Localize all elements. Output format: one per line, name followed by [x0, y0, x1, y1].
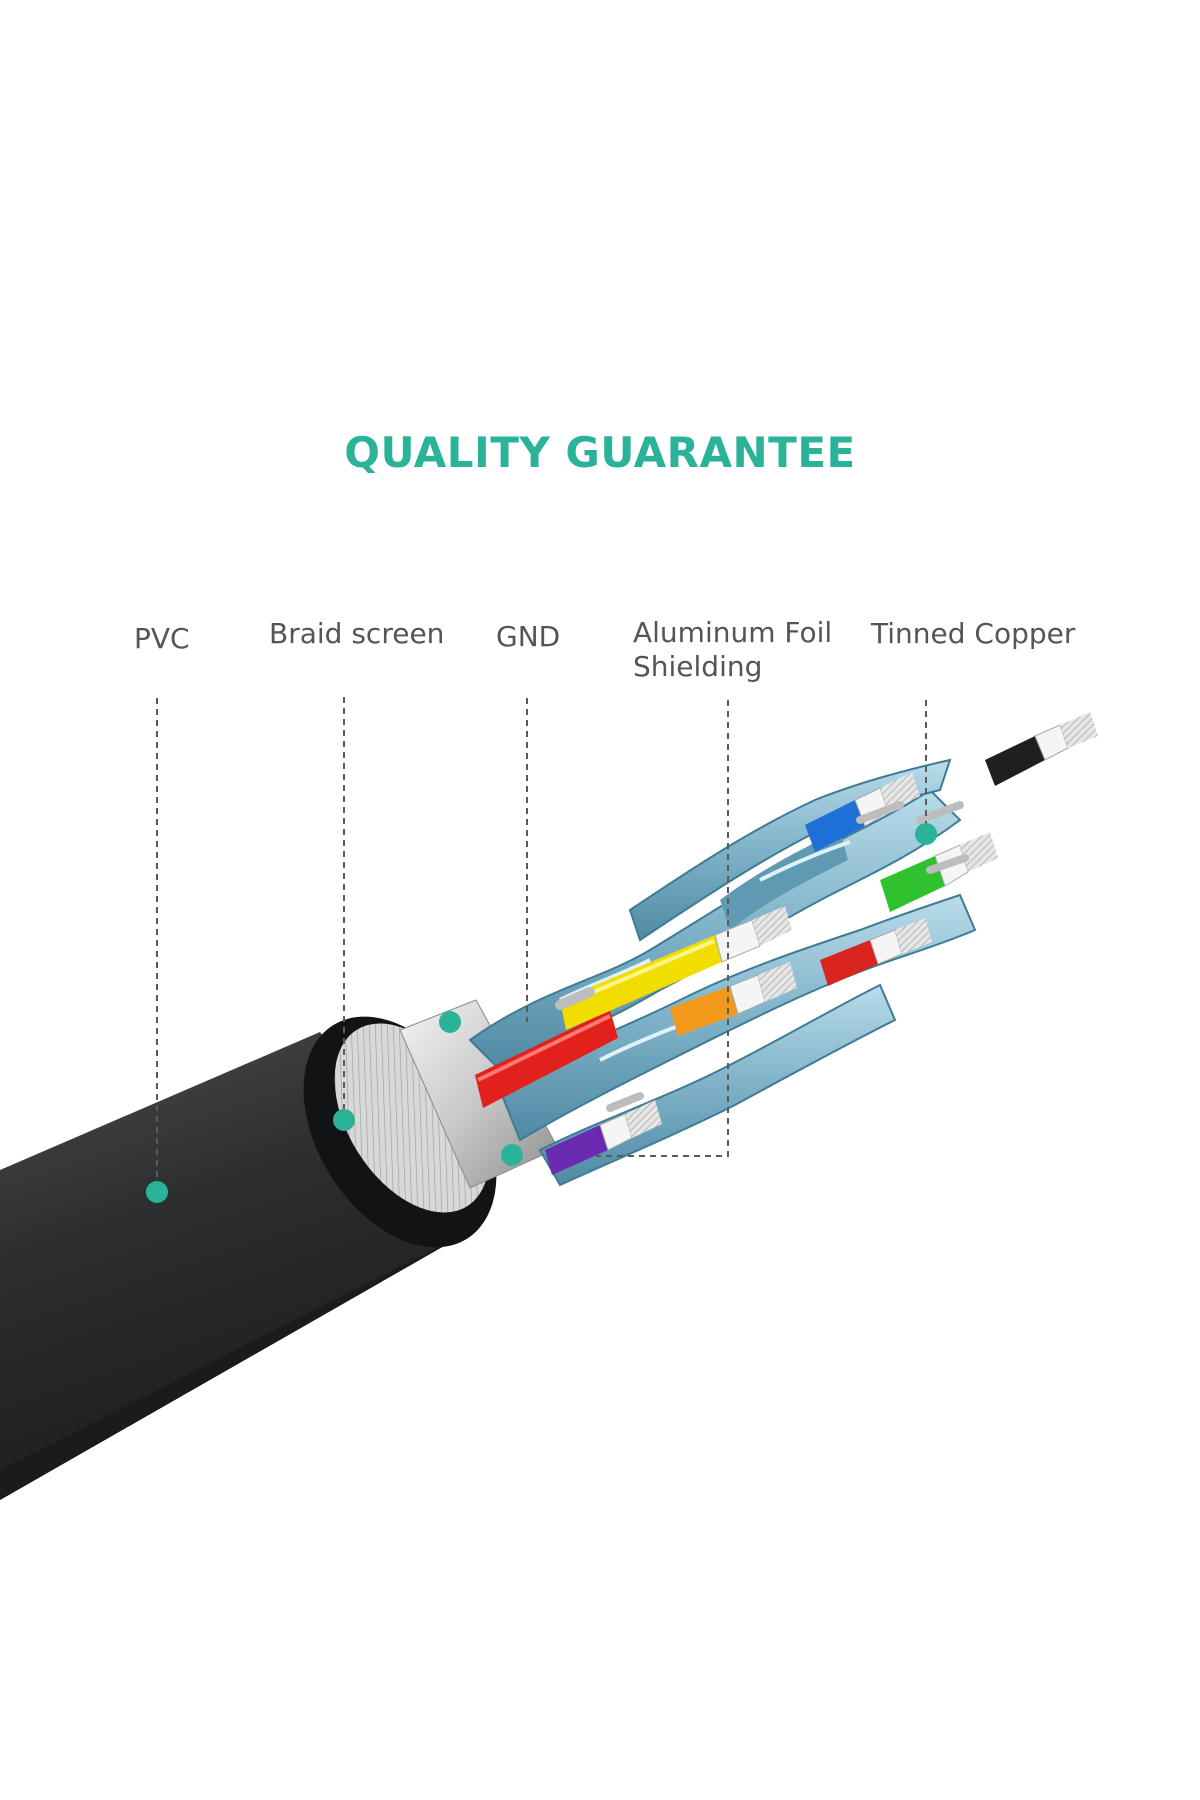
- label-tinned-copper: Tinned Copper: [871, 617, 1076, 650]
- callout-dots: [146, 823, 937, 1203]
- callout-dot-pvc: [146, 1181, 168, 1203]
- label-aluminum-foil-line2: Shielding: [633, 650, 763, 683]
- gnd-drain-wires: [555, 801, 969, 1112]
- callout-dot-foil: [501, 1144, 523, 1166]
- label-aluminum-foil-line1: Aluminum Foil: [633, 616, 833, 649]
- conductor-yellow: [560, 906, 792, 1030]
- callout-dot-copper: [915, 823, 937, 845]
- page-title: QUALITY GUARANTEE: [344, 428, 856, 477]
- shielded-pairs: [468, 758, 977, 1187]
- conductor-purple: [545, 1100, 662, 1175]
- label-pvc: PVC: [134, 622, 190, 655]
- conductor-red: [475, 1010, 618, 1108]
- label-braid-screen: Braid screen: [269, 617, 445, 650]
- callout-line-foil: [596, 700, 729, 1157]
- conductor-black: [985, 712, 1098, 786]
- callout-dot-braid: [333, 1109, 355, 1131]
- callout-dot-gnd: [439, 1011, 461, 1033]
- callout-lines: [156, 697, 927, 1190]
- conductor-red-2: [820, 918, 932, 986]
- label-gnd: GND: [496, 620, 561, 653]
- conductor-orange: [670, 962, 797, 1036]
